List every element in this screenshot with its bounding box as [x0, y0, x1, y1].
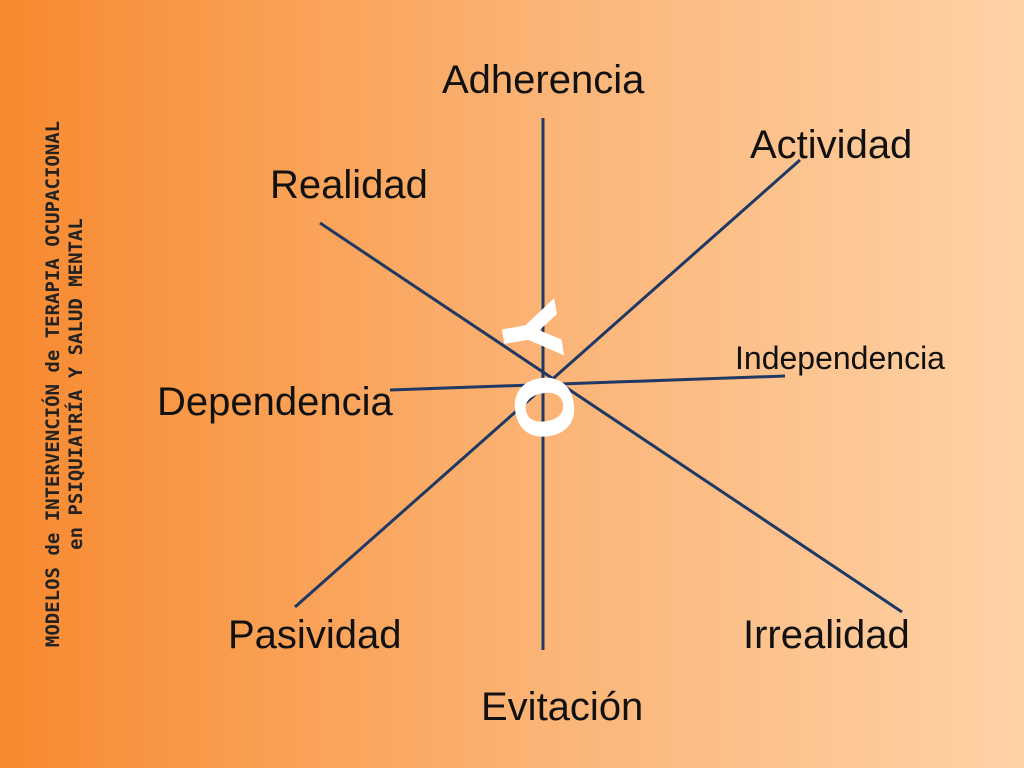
center-label-text: YO: [485, 296, 595, 466]
label-evitacion: Evitación: [481, 685, 644, 729]
center-label-yo: YO: [485, 296, 595, 466]
axis-realidad-irrealidad: [319, 221, 903, 614]
label-dependencia: Dependencia: [157, 380, 393, 424]
label-irrealidad: Irrealidad: [743, 613, 910, 657]
label-actividad: Actividad: [750, 123, 913, 167]
label-adherencia: Adherencia: [442, 58, 645, 102]
axis-dependencia-independencia: [389, 374, 786, 392]
label-pasividad: Pasividad: [228, 613, 402, 657]
label-realidad: Realidad: [270, 163, 428, 207]
label-independencia: Independencia: [735, 340, 945, 376]
